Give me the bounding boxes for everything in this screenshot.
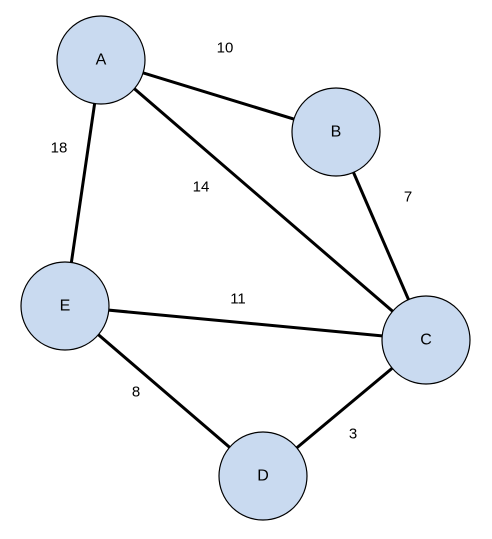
node-d: D [218,431,308,521]
weight-e-d: 8 [132,384,140,401]
node-a-label: A [96,52,107,69]
node-b-label: B [331,124,342,141]
weight-a-e: 18 [51,140,68,157]
weight-a-b: 10 [217,40,234,57]
node-a: A [56,15,146,105]
node-c: C [381,295,471,385]
node-c-label: C [420,332,432,349]
weight-b-c: 7 [404,189,412,206]
node-d-label: D [257,468,269,485]
node-b: B [291,87,381,177]
edge-a-c [100,58,427,342]
edge-weights: 10 7 14 18 11 8 3 [51,40,413,443]
node-e-label: E [60,298,71,315]
weight-d-c: 3 [349,426,357,443]
edge-e-c [64,304,427,342]
node-e: E [20,261,110,351]
weight-e-c: 11 [230,291,246,308]
weight-a-c: 14 [193,179,210,196]
